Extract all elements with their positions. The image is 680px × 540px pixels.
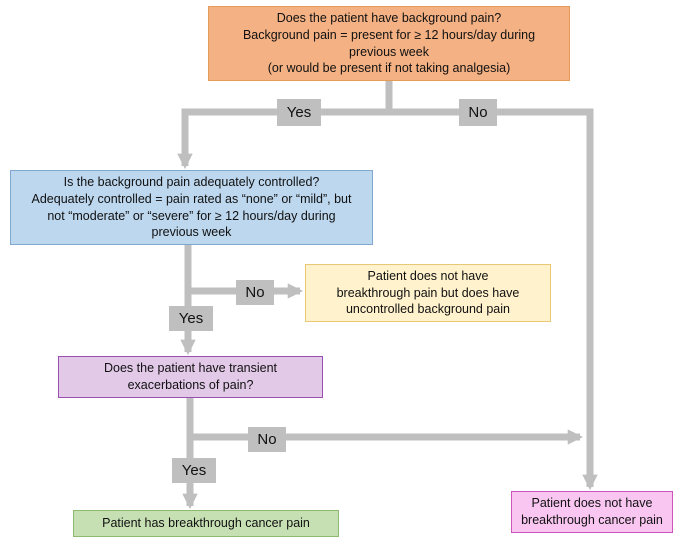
edge-label-no-2: No [236, 280, 274, 305]
edge-label-yes-2: Yes [169, 306, 213, 331]
edge-label-yes-1: Yes [277, 99, 321, 126]
background-pain-question: Does the patient have background pain? B… [208, 6, 570, 81]
q2-line-1: Is the background pain adequately contro… [63, 174, 320, 189]
q1-line-1: Does the patient have background pain? [276, 10, 502, 25]
breakthrough-outcome: Patient has breakthrough cancer pain [73, 510, 339, 537]
q3-line-1: Does the patient have transient [103, 361, 278, 376]
q2-line-3: not “moderate” or “severe” for ≥ 12 hour… [47, 208, 336, 223]
q2-line-2: Adequately controlled = pain rated as “n… [31, 191, 352, 206]
o1-line-3: uncontrolled background pain [345, 302, 510, 317]
o1-line-1: Patient does not have [367, 268, 489, 283]
q3-line-2: exacerbations of pain? [127, 378, 254, 392]
edge-label-yes-3: Yes [172, 458, 216, 483]
edge-label-no-1: No [459, 99, 497, 126]
uncontrolled-outcome: Patient does not have breakthrough pain … [305, 264, 551, 322]
q1-line-2: Background pain = present for ≥ 12 hours… [242, 27, 536, 42]
edge-label-no-3: No [248, 427, 286, 452]
o3-line-1: Patient does not have [531, 496, 653, 511]
o2-line-1: Patient has breakthrough cancer pain [102, 516, 310, 531]
connector-q1-to-no-breakthrough [389, 108, 598, 491]
o1-line-2: breakthrough pain but does have [336, 285, 520, 300]
controlled-question: Is the background pain adequately contro… [10, 170, 373, 245]
q1-line-4: (or would be present if not taking analg… [267, 61, 511, 76]
o3-line-2: breakthrough cancer pain [521, 513, 663, 527]
q1-line-3: previous week [349, 44, 429, 59]
no-breakthrough-outcome: Patient does not have breakthrough cance… [511, 491, 673, 533]
transient-question: Does the patient have transient exacerba… [58, 356, 323, 398]
q2-line-4: previous week [151, 225, 232, 240]
